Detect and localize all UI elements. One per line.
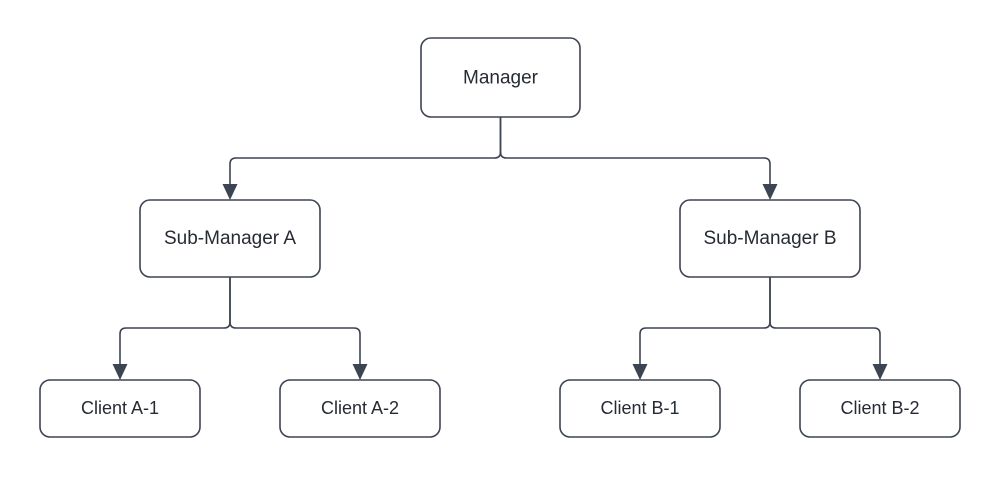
node-sub-manager-b-box[interactable]: [679, 199, 861, 278]
arrowhead-icon: [222, 184, 238, 200]
node-client-b-1-box[interactable]: [559, 379, 721, 438]
node-sub-manager-b[interactable]: Sub-Manager B: [679, 199, 861, 278]
node-client-b-2[interactable]: Client B-2: [799, 379, 961, 438]
edge-path-manager-sub-manager-a: [229, 117, 502, 190]
arrowhead-icon: [352, 364, 368, 380]
edge-path-sub-manager-b-client-b-1: [639, 277, 771, 370]
node-sub-manager-a[interactable]: Sub-Manager A: [139, 199, 321, 278]
node-sub-manager-a-label: Sub-Manager A: [164, 228, 296, 249]
edge-manager-to-sub-manager-b: [499, 117, 778, 200]
edge-sub-manager-a-to-client-a-1: [112, 277, 231, 380]
node-client-a-2[interactable]: Client A-2: [279, 379, 441, 438]
node-client-a-1-label: Client A-1: [81, 398, 159, 418]
edge-sub-manager-b-to-client-b-2: [769, 277, 888, 380]
node-manager-label: Manager: [463, 68, 539, 89]
node-sub-manager-a-box[interactable]: [139, 199, 321, 278]
node-client-a-2-label: Client A-2: [321, 398, 399, 418]
arrowhead-icon: [762, 184, 778, 200]
node-client-b-1[interactable]: Client B-1: [559, 379, 721, 438]
node-sub-manager-b-label: Sub-Manager B: [703, 228, 836, 249]
node-client-a-1-box[interactable]: [39, 379, 201, 438]
arrowhead-icon: [632, 364, 648, 380]
node-manager[interactable]: Manager: [420, 37, 581, 118]
edge-manager-to-sub-manager-a: [222, 117, 502, 200]
node-client-b-1-label: Client B-1: [600, 398, 679, 418]
node-client-a-2-box[interactable]: [279, 379, 441, 438]
arrowhead-icon: [112, 364, 128, 380]
node-manager-box[interactable]: [420, 37, 581, 118]
arrowhead-icon: [872, 364, 888, 380]
edge-path-sub-manager-a-client-a-2: [229, 277, 361, 370]
edge-sub-manager-b-to-client-b-1: [632, 277, 771, 380]
edge-path-manager-sub-manager-b: [499, 117, 771, 190]
edge-path-sub-manager-b-client-b-2: [769, 277, 881, 370]
node-client-b-2-label: Client B-2: [840, 398, 919, 418]
edge-sub-manager-a-to-client-a-2: [229, 277, 368, 380]
edge-path-sub-manager-a-client-a-1: [119, 277, 231, 370]
node-client-a-1[interactable]: Client A-1: [39, 379, 201, 438]
node-client-b-2-box[interactable]: [799, 379, 961, 438]
